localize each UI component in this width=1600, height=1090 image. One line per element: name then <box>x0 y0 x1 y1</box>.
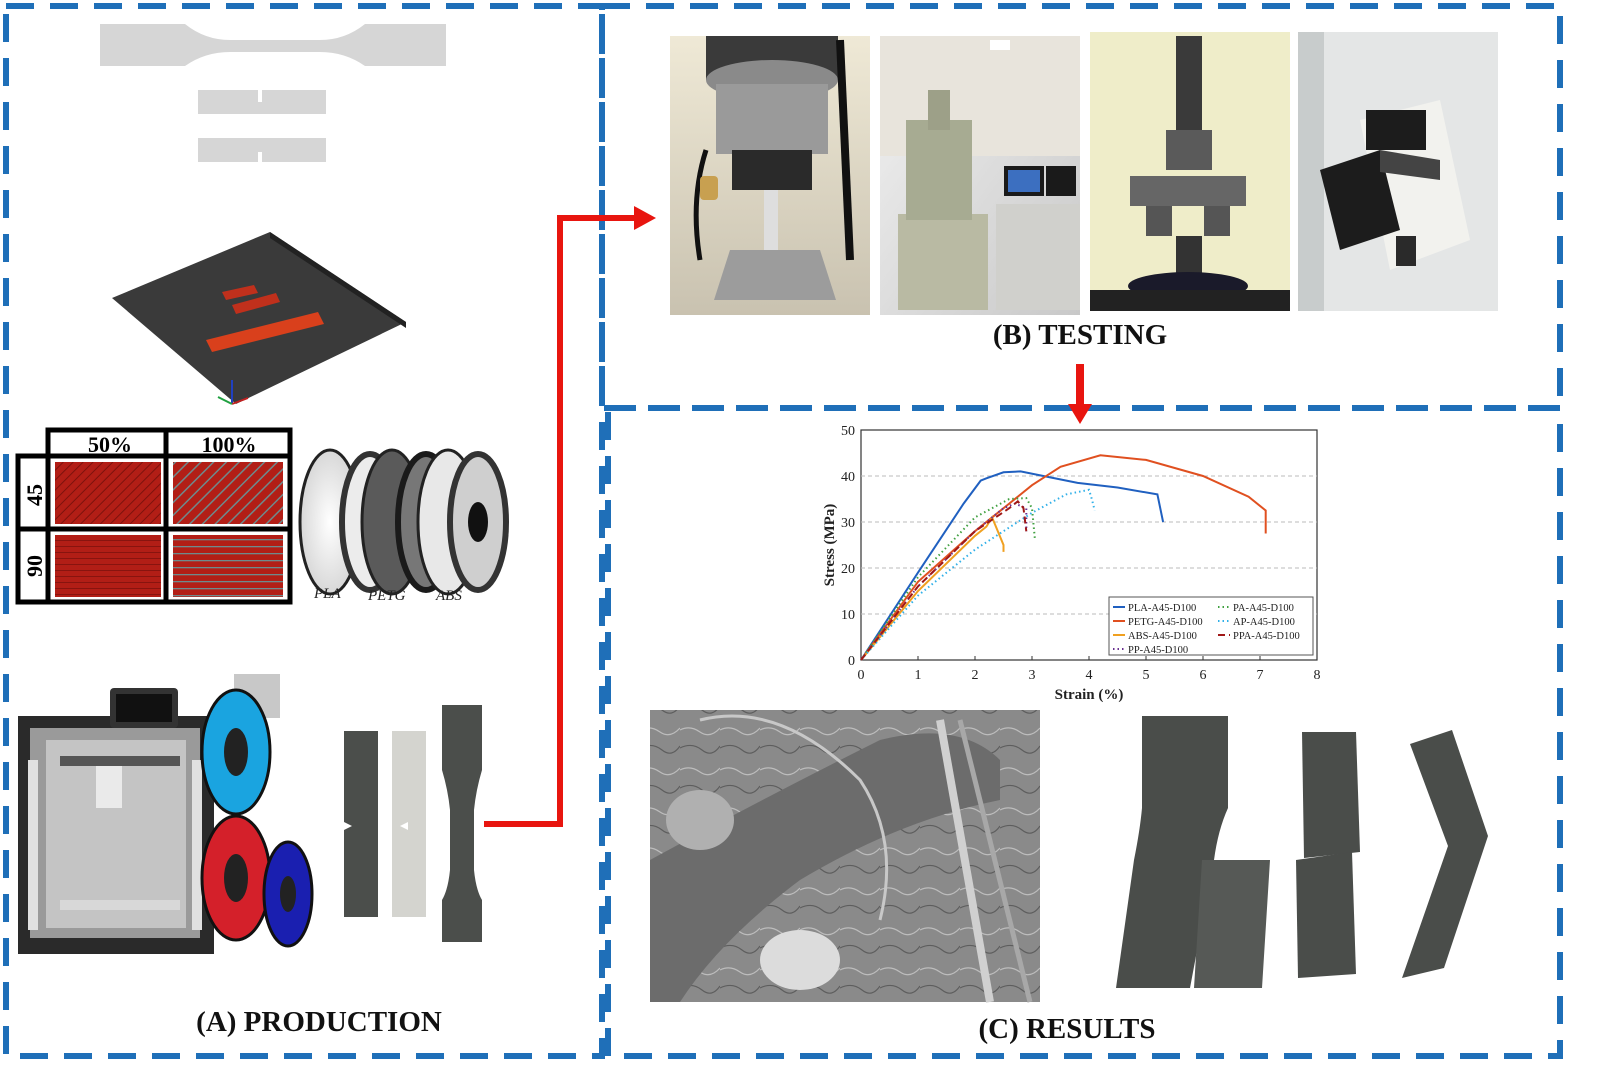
chart-ytick-label: 40 <box>841 470 855 485</box>
notched-bar-specimen-icon <box>198 90 326 114</box>
legend-label-pp-a45-d100: PP-A45-D100 <box>1128 645 1188 656</box>
stress-strain-chart: 0 10 20 30 40 50 0 1 2 3 4 5 6 7 8 Strain (%) Stress (… <box>822 424 1321 703</box>
chart-ytick-label: 20 <box>841 562 855 577</box>
infill-matrix: 50% 100% 45 90 <box>15 427 293 605</box>
chart-series-ap-a45-d100 <box>860 488 1096 661</box>
chart-xtick-label: 4 <box>1086 668 1093 683</box>
testing-title: (B) TESTING <box>993 319 1167 351</box>
production-panel: 50% 100% 45 90 <box>15 24 509 1038</box>
chart-series-ppa-a45-d100 <box>860 499 1028 661</box>
arrowhead-right <box>634 206 656 230</box>
chart-series-pla-a45-d100 <box>860 470 1165 661</box>
chart-ytick-label: 0 <box>848 654 855 669</box>
bent-bar-specimen <box>1402 730 1488 978</box>
sem-fracture-micrograph <box>650 710 1040 1003</box>
fractured-bar-top <box>1302 732 1360 858</box>
fractured-specimens <box>1116 716 1488 988</box>
production-title: (A) PRODUCTION <box>196 1006 442 1038</box>
infill-row-45: 45 <box>22 484 47 506</box>
legend-label-abs-a45-d100: ABS-A45-D100 <box>1128 631 1197 642</box>
infill-45-50-swatch <box>55 462 161 524</box>
spool-label-pla: PLA <box>313 586 342 602</box>
testing-panel: (B) TESTING <box>670 32 1498 351</box>
results-frame <box>605 405 1563 1059</box>
testing-frame <box>599 3 1563 411</box>
legend-label-pa-a45-d100: PA-A45-D100 <box>1233 603 1294 614</box>
infill-row-90: 90 <box>22 555 47 577</box>
3d-printer-icon <box>18 674 314 954</box>
printed-notched-bar-light <box>392 731 426 917</box>
legend-label-ppa-a45-d100: PPA-A45-D100 <box>1233 631 1300 642</box>
chart-series-pa-a45-d100 <box>860 497 1036 661</box>
sem-microscope-photo <box>880 36 1080 315</box>
printed-specimens <box>344 705 482 942</box>
tensile-grip-photo <box>670 36 870 315</box>
chart-xtick-label: 7 <box>1257 668 1264 683</box>
chart-xtick-label: 6 <box>1200 668 1207 683</box>
spool-label-petg: PETG <box>367 588 406 604</box>
chart-ytick-label: 30 <box>841 516 855 531</box>
filament-spools: PLA PETG ABS <box>298 448 509 604</box>
results-panel: 0 10 20 30 40 50 0 1 2 3 4 5 6 7 8 Strain (%) Stress (… <box>650 424 1488 1045</box>
fractured-dogbone-piece <box>1194 860 1270 988</box>
chart-xtick-label: 0 <box>858 668 865 683</box>
production-to-testing-arrow <box>484 215 636 827</box>
chart-xlabel: Strain (%) <box>1055 687 1124 703</box>
chart-xtick-label: 2 <box>972 668 979 683</box>
chart-xtick-label: 5 <box>1143 668 1150 683</box>
production-frame <box>3 3 605 1059</box>
notched-bar-specimen-icon-2 <box>198 138 326 162</box>
infill-45-100-swatch <box>173 462 283 524</box>
chart-ytick-label: 50 <box>841 424 855 439</box>
infill-90-50-swatch <box>55 535 161 597</box>
spool-label-abs: ABS <box>435 588 462 604</box>
flexural-fixture-photo <box>1090 32 1290 311</box>
dogbone-specimen-icon <box>100 24 446 66</box>
frames <box>3 3 1563 1059</box>
chart-xtick-label: 3 <box>1029 668 1036 683</box>
chart-ylabel: Stress (MPa) <box>822 504 838 587</box>
infill-col-100: 100% <box>202 432 257 457</box>
impact-tester-photo <box>1298 32 1498 311</box>
chart-legend: PLA-A45-D100PETG-A45-D100ABS-A45-D100PP-… <box>1108 596 1314 656</box>
legend-label-pla-a45-d100: PLA-A45-D100 <box>1128 603 1196 614</box>
chart-ytick-label: 10 <box>841 608 855 623</box>
arrowhead-down <box>1068 404 1092 424</box>
infill-col-50: 50% <box>88 432 132 457</box>
fractured-bar-bottom <box>1296 852 1356 978</box>
legend-label-ap-a45-d100: AP-A45-D100 <box>1233 617 1295 628</box>
chart-series-abs-a45-d100 <box>860 515 1005 661</box>
legend-label-petg-a45-d100: PETG-A45-D100 <box>1128 617 1203 628</box>
print-bed-icon <box>112 232 406 405</box>
chart-xtick-label: 1 <box>915 668 922 683</box>
printed-dogbone <box>442 705 482 942</box>
chart-xtick-label: 8 <box>1314 668 1321 683</box>
abs-spool-icon <box>416 448 509 596</box>
results-title: (C) RESULTS <box>978 1013 1155 1045</box>
infill-90-100-swatch <box>173 535 283 597</box>
printed-notched-bar-dark <box>344 731 378 917</box>
